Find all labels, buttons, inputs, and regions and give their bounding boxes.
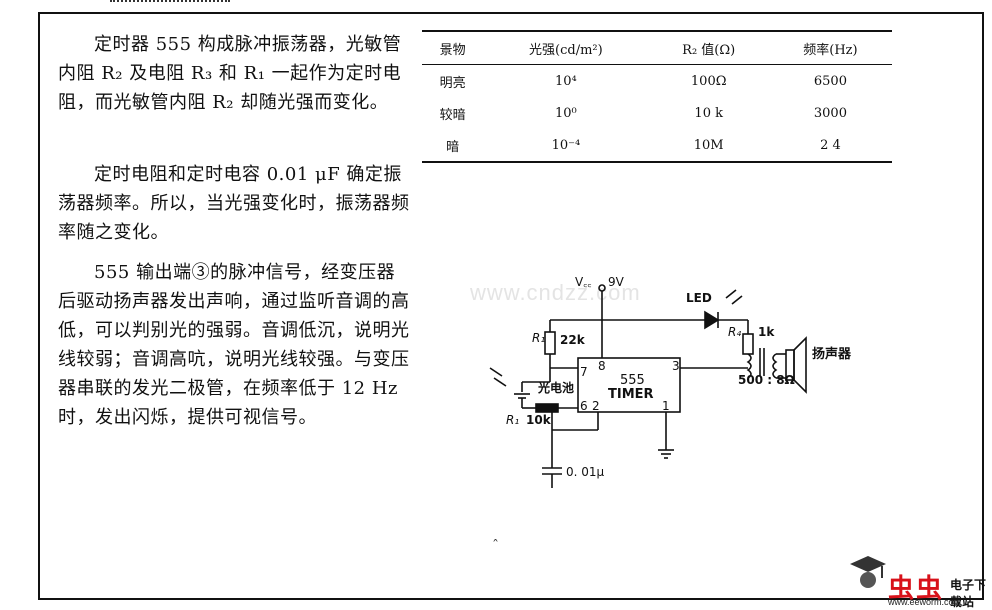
scan-mark: ˆ — [492, 538, 499, 554]
table-cell: 6500 — [813, 73, 847, 89]
table-header: R₂ 值(Ω) — [682, 42, 736, 58]
led-label: LED — [686, 291, 712, 305]
r1-resistor — [544, 331, 556, 355]
table-cell: 10⁴ — [554, 73, 577, 89]
pin-6: 6 — [580, 399, 588, 413]
table-cell: 100Ω — [690, 73, 727, 89]
table-header: 频率(Hz) — [803, 42, 858, 58]
supply-label: 9V — [608, 275, 625, 289]
circuit-diagram: V꜀꜀ 9V LED R₄ 1k 500 : 8Ω 扬声器 R₁ 22k 555… — [489, 275, 852, 488]
table-cell: 10M — [693, 137, 724, 153]
eeworm-logo-icon — [850, 556, 886, 588]
transformer-label: 500 : 8Ω — [738, 373, 795, 387]
led-ray-1 — [725, 289, 737, 299]
table-cell: 明亮 — [439, 75, 466, 91]
light-frequency-table: 景物 光强(cd/m²) R₂ 值(Ω) 频率(Hz) 明亮 10⁴ 100Ω … — [422, 30, 892, 163]
table-cell: 10⁰ — [554, 105, 577, 121]
table-row: 明亮 10⁴ 100Ω 6500 — [422, 65, 892, 98]
table-cell: 暗 — [446, 139, 460, 155]
light-ray-1 — [489, 367, 503, 377]
table-cell: 3000 — [813, 105, 847, 121]
supply-terminal — [598, 284, 606, 292]
led-ray-2 — [731, 295, 743, 305]
pin-3: 3 — [672, 359, 680, 373]
table-header: 光强(cd/m²) — [529, 42, 603, 58]
paragraph-1-text: 定时器 555 构成脉冲振荡器，光敏管内阻 R₂ 及电阻 R₃ 和 R₁ 一起作… — [58, 34, 402, 113]
speaker-cone — [793, 336, 807, 394]
page-frame — [38, 12, 984, 600]
r1-value: 22k — [560, 333, 586, 347]
led-diode — [704, 310, 720, 330]
cap-label: 0. 01μ — [566, 465, 605, 479]
rb-resistor — [535, 403, 559, 413]
table-cell: 10 k — [694, 105, 723, 121]
table-cell: 较暗 — [439, 107, 466, 123]
speaker-label: 扬声器 — [812, 346, 852, 362]
top-dotted-rule — [110, 0, 230, 8]
table-row: 较暗 10⁰ 10 k 3000 — [422, 97, 892, 129]
paragraph-1: 定时器 555 构成脉冲振荡器，光敏管内阻 R₂ 及电阻 R₃ 和 R₁ 一起作… — [58, 30, 413, 117]
paragraph-3-text: 555 输出端③的脉冲信号，经变压器后驱动扬声器发出声响，通过监听音调的高低，可… — [58, 262, 410, 428]
table-cell: 10⁻⁴ — [551, 137, 581, 153]
paragraph-2-text: 定时电阻和定时电容 0.01 μF 确定振荡器频率。所以，当光强变化时，振荡器频… — [58, 164, 410, 243]
vcc-label: V꜀꜀ — [575, 275, 592, 289]
table-header-row: 景物 光强(cd/m²) R₂ 值(Ω) 频率(Hz) — [422, 31, 892, 65]
r4-label: R₄ — [728, 325, 741, 339]
chip-label-2: TIMER — [608, 387, 654, 402]
chip-label: 555 — [620, 373, 645, 388]
rb-label: R₁ — [506, 413, 519, 427]
pin-2: 2 — [592, 399, 600, 413]
table-cell: 2 4 — [820, 137, 841, 153]
r1-label: R₁ — [532, 331, 545, 345]
transformer-secondary — [772, 353, 778, 379]
r4-resistor — [742, 333, 754, 355]
pin-1: 1 — [662, 399, 670, 413]
logo-brand: 虫虫 — [888, 574, 945, 604]
table-header: 景物 — [439, 42, 466, 58]
timer-chip — [577, 357, 681, 413]
transformer-primary — [746, 353, 752, 379]
photocell-label: 光电池 — [537, 380, 574, 395]
logo-url: www.eeworm.com — [888, 597, 962, 607]
table-row: 暗 10⁻⁴ 10M 2 4 — [422, 129, 892, 162]
r4-value: 1k — [758, 325, 775, 339]
watermark-text: www.cndzz.com — [470, 280, 641, 305]
paragraph-3: 555 输出端③的脉冲信号，经变压器后驱动扬声器发出声响，通过监听音调的高低，可… — [58, 258, 413, 432]
paragraph-2: 定时电阻和定时电容 0.01 μF 确定振荡器频率。所以，当光强变化时，振荡器频… — [58, 160, 413, 247]
pin-7: 7 — [580, 365, 588, 379]
light-ray-2 — [493, 377, 507, 387]
rb-value: 10k — [526, 413, 552, 427]
pin-8: 8 — [598, 359, 606, 373]
